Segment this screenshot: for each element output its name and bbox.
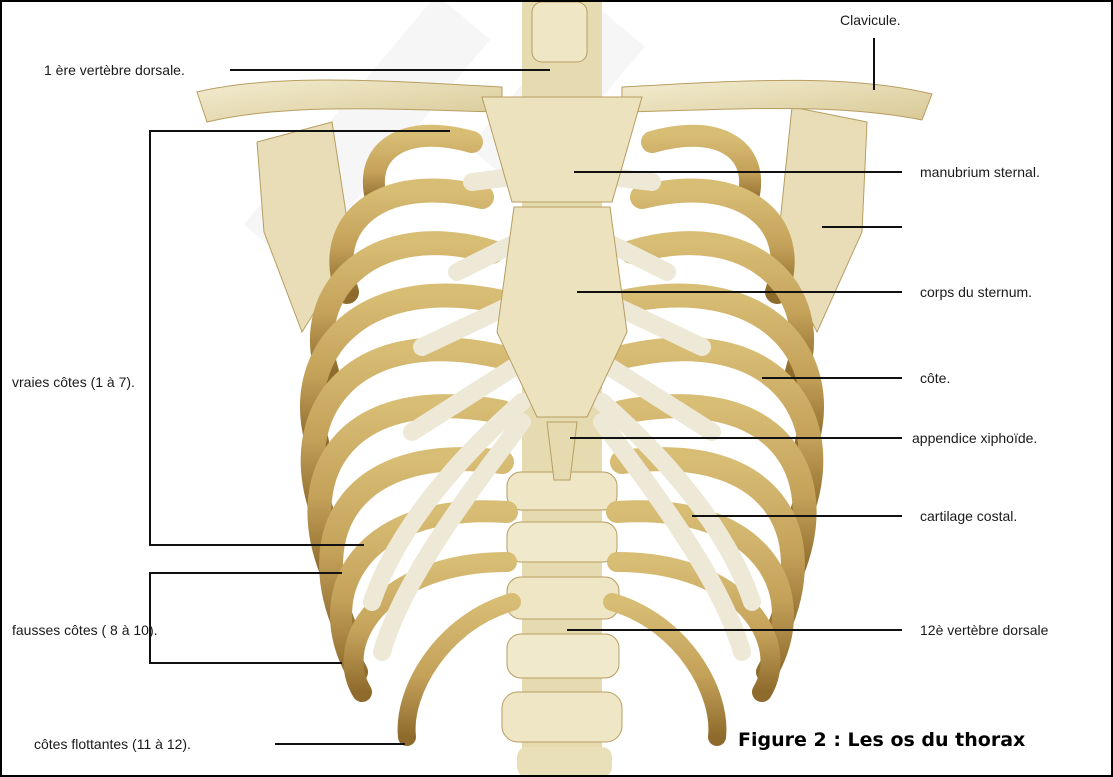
label-fausses-cotes: fausses côtes ( 8 à 10). xyxy=(12,622,158,638)
bracket-fausses-cotes xyxy=(150,573,342,663)
label-vertebre-dorsale-1: 1 ère vertèbre dorsale. xyxy=(44,62,185,78)
label-vertebre-dorsale-12: 12è vertèbre dorsale xyxy=(920,622,1048,638)
label-cote: côte. xyxy=(920,370,950,386)
label-appendice-xiphoide: appendice xiphoïde. xyxy=(912,430,1037,446)
figure-caption: Figure 2 : Les os du thorax xyxy=(738,729,1025,751)
label-corps-du-sternum: corps du sternum. xyxy=(920,284,1032,300)
label-manubrium-sternal: manubrium sternal. xyxy=(920,164,1040,180)
label-clavicule: Clavicule. xyxy=(840,12,901,28)
label-cotes-flottantes: côtes flottantes (11 à 12). xyxy=(34,736,191,752)
label-cartilage-costal: cartilage costal. xyxy=(920,508,1017,524)
label-vraies-cotes: vraies côtes (1 à 7). xyxy=(12,374,135,390)
